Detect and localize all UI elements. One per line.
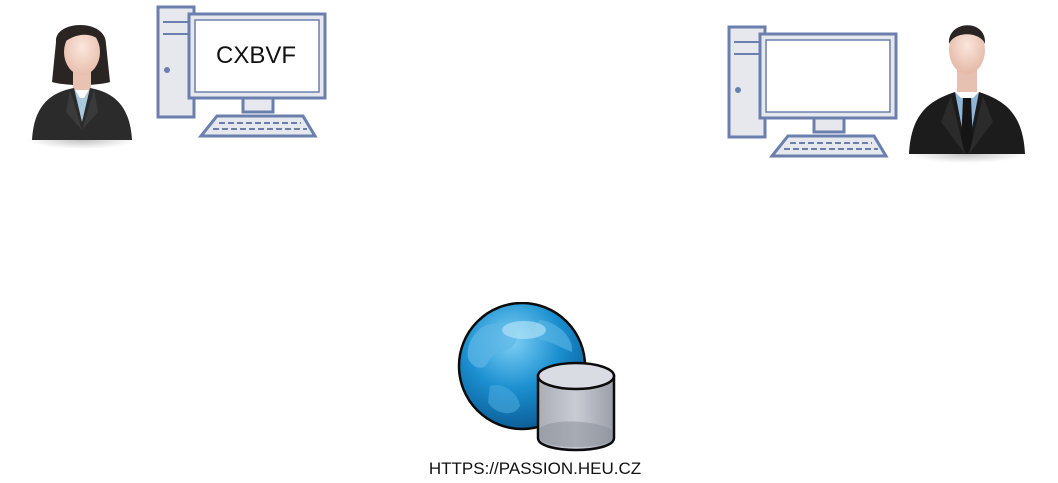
desktop-computer-icon (156, 5, 327, 138)
server-label: HTTPS://PASSION.HEU.CZ (428, 459, 642, 478)
server-icon (457, 302, 616, 452)
man-user-icon (909, 25, 1025, 163)
desktop-computer-icon (727, 25, 898, 158)
screen-text: CXBVF (215, 42, 296, 69)
database-icon (536, 361, 616, 452)
woman-user-icon (28, 25, 136, 149)
